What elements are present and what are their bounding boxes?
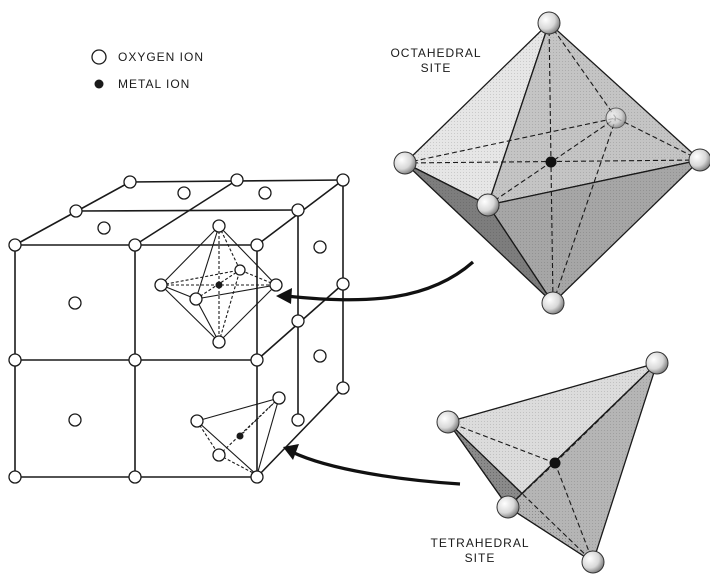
large-tetrahedron-ions: [436, 351, 669, 574]
metal-ion-tetrahedral-small: [236, 432, 244, 440]
octahedral-site-label: OCTAHEDRAL SITE: [372, 46, 500, 76]
large-octahedron-ions: [393, 11, 710, 315]
octahedral-label-line2: SITE: [420, 61, 452, 75]
legend-oxygen-label: OXYGEN ION: [118, 50, 205, 64]
arrow-to-octahedral: [276, 260, 475, 304]
tetrahedral-site-label: TETRAHEDRAL SITE: [400, 536, 560, 566]
legend-metal-label: METAL ION: [118, 77, 191, 91]
metal-ion-octahedral-large: [545, 156, 557, 168]
small-tetrahedron: [196, 397, 280, 476]
large-tetrahedron: [446, 362, 658, 564]
tetrahedral-label-line1: TETRAHEDRAL: [430, 536, 530, 550]
legend: [91, 49, 107, 89]
metal-ion-tetrahedral-large: [549, 457, 561, 469]
metal-ion-octahedral-small: [215, 281, 223, 289]
arrow-to-tetrahedral: [283, 444, 461, 486]
legend-metal-symbol: [94, 79, 104, 89]
large-octahedron: [403, 21, 703, 305]
lattice-oxygen-ions: [8, 173, 350, 484]
octahedral-label-line1: OCTAHEDRAL: [390, 46, 482, 60]
legend-oxygen-symbol: [91, 49, 107, 65]
tetrahedral-label-line2: SITE: [464, 551, 496, 565]
cubic-lattice: [14, 179, 344, 478]
